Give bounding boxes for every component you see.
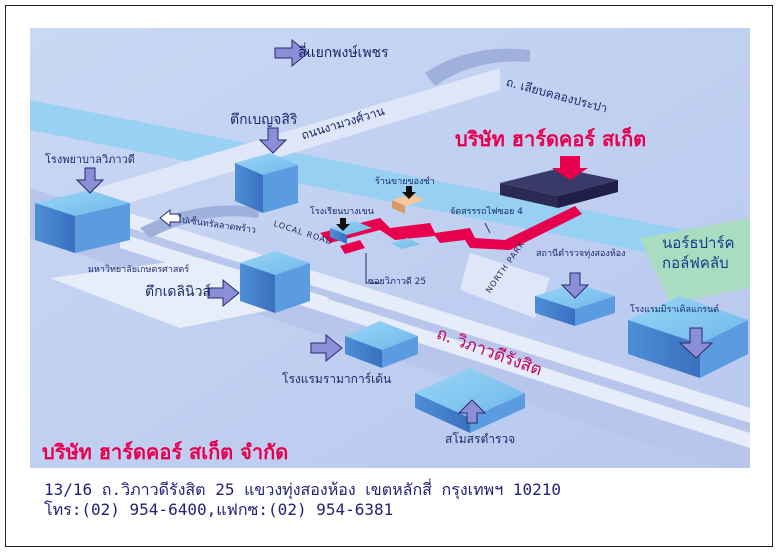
small-building bbox=[390, 238, 420, 249]
label-benjasiri: ตึกเบญจสิริ bbox=[230, 112, 298, 128]
kasetsart-area bbox=[50, 258, 330, 328]
north-park-road bbox=[460, 253, 550, 318]
arrow-benjasiri bbox=[258, 127, 288, 154]
arrow-hospital bbox=[75, 167, 105, 194]
benjasiri-building bbox=[235, 153, 298, 213]
arrow-rama-gardens bbox=[310, 333, 343, 363]
arrow-police-club bbox=[457, 399, 487, 424]
leader-lines bbox=[365, 222, 491, 284]
rama-gardens-building bbox=[345, 321, 418, 368]
label-soi-vibhavadi: ซอยวิภาวดี 25 bbox=[368, 277, 427, 287]
phone-fax-line: โทร:(02) 954-6400,แฟกซ:(02) 954-6381 bbox=[44, 500, 394, 519]
school-building bbox=[330, 221, 372, 235]
shop-building bbox=[392, 194, 425, 206]
label-delinews: ตึกเดลินิวส์ bbox=[145, 284, 212, 300]
small-black-arrows bbox=[336, 186, 416, 231]
label-hospital: โรงพยาบาลวิภาวดี bbox=[45, 153, 135, 166]
pong-phet-flyover bbox=[425, 48, 530, 86]
label-police-club: สโมสรตำรวจ bbox=[445, 432, 516, 446]
miracle-grand-building bbox=[628, 296, 748, 378]
route-segment bbox=[340, 240, 365, 254]
canal bbox=[30, 100, 750, 273]
arrow-delinews bbox=[207, 278, 240, 308]
label-pong-phet: สี่แยกพงษ์เพชร bbox=[298, 45, 389, 61]
ngam-wong-wan-road bbox=[30, 68, 500, 233]
label-shop: ร้านขายของชำ bbox=[375, 177, 435, 187]
pointer-arrows bbox=[75, 38, 714, 424]
label-school: โรงเรียนบางเขน bbox=[310, 207, 374, 217]
route-to-company bbox=[320, 206, 582, 250]
label-north-park-golf: นอร์ธปาร์ค กอล์ฟคลับ bbox=[662, 234, 735, 273]
label-miracle-grand: โรงแรมมิราเคิลแกรนด์ bbox=[630, 305, 720, 315]
location-map: สี่แยกพงษ์เพชร ตึกเบญจสิริ ถนนงามวงศ์วาน… bbox=[30, 28, 750, 468]
hospital-building bbox=[35, 190, 130, 253]
label-police-station: สถานีตำรวจทุ่งสองห้อง bbox=[536, 249, 626, 259]
map-graphic bbox=[30, 28, 750, 468]
kaset-flyover bbox=[140, 205, 260, 238]
arrow-miracle bbox=[678, 327, 714, 359]
arrow-police-station bbox=[560, 272, 590, 299]
company-title: บริษัท ฮาร์ดคอร์ สเก็ต bbox=[455, 127, 647, 151]
label-jatsorrat: จัดสรรรถไฟซอย 4 bbox=[450, 207, 523, 217]
label-rama-gardens: โรงแรมรามาการ์เด้น bbox=[282, 372, 392, 386]
address-block: 13/16 ถ.วิภาวดีรังสิต 25 แขวงทุ่งสองห้อง… bbox=[44, 480, 561, 520]
company-building bbox=[500, 156, 618, 208]
arrow-pong-phet bbox=[274, 38, 309, 68]
to-central-arrow bbox=[159, 208, 181, 228]
company-full-name: บริษัท ฮาร์ดคอร์ สเก็ต จำกัด bbox=[42, 440, 289, 464]
address-line: 13/16 ถ.วิภาวดีรังสิต 25 แขวงทุ่งสองห้อง… bbox=[44, 480, 561, 499]
golf-area bbox=[640, 218, 750, 303]
delinews-building bbox=[240, 251, 310, 313]
label-kasetsart: มหาวิทยาลัยเกษตรศาสตร์ bbox=[88, 265, 190, 275]
police-club-building bbox=[415, 368, 525, 433]
